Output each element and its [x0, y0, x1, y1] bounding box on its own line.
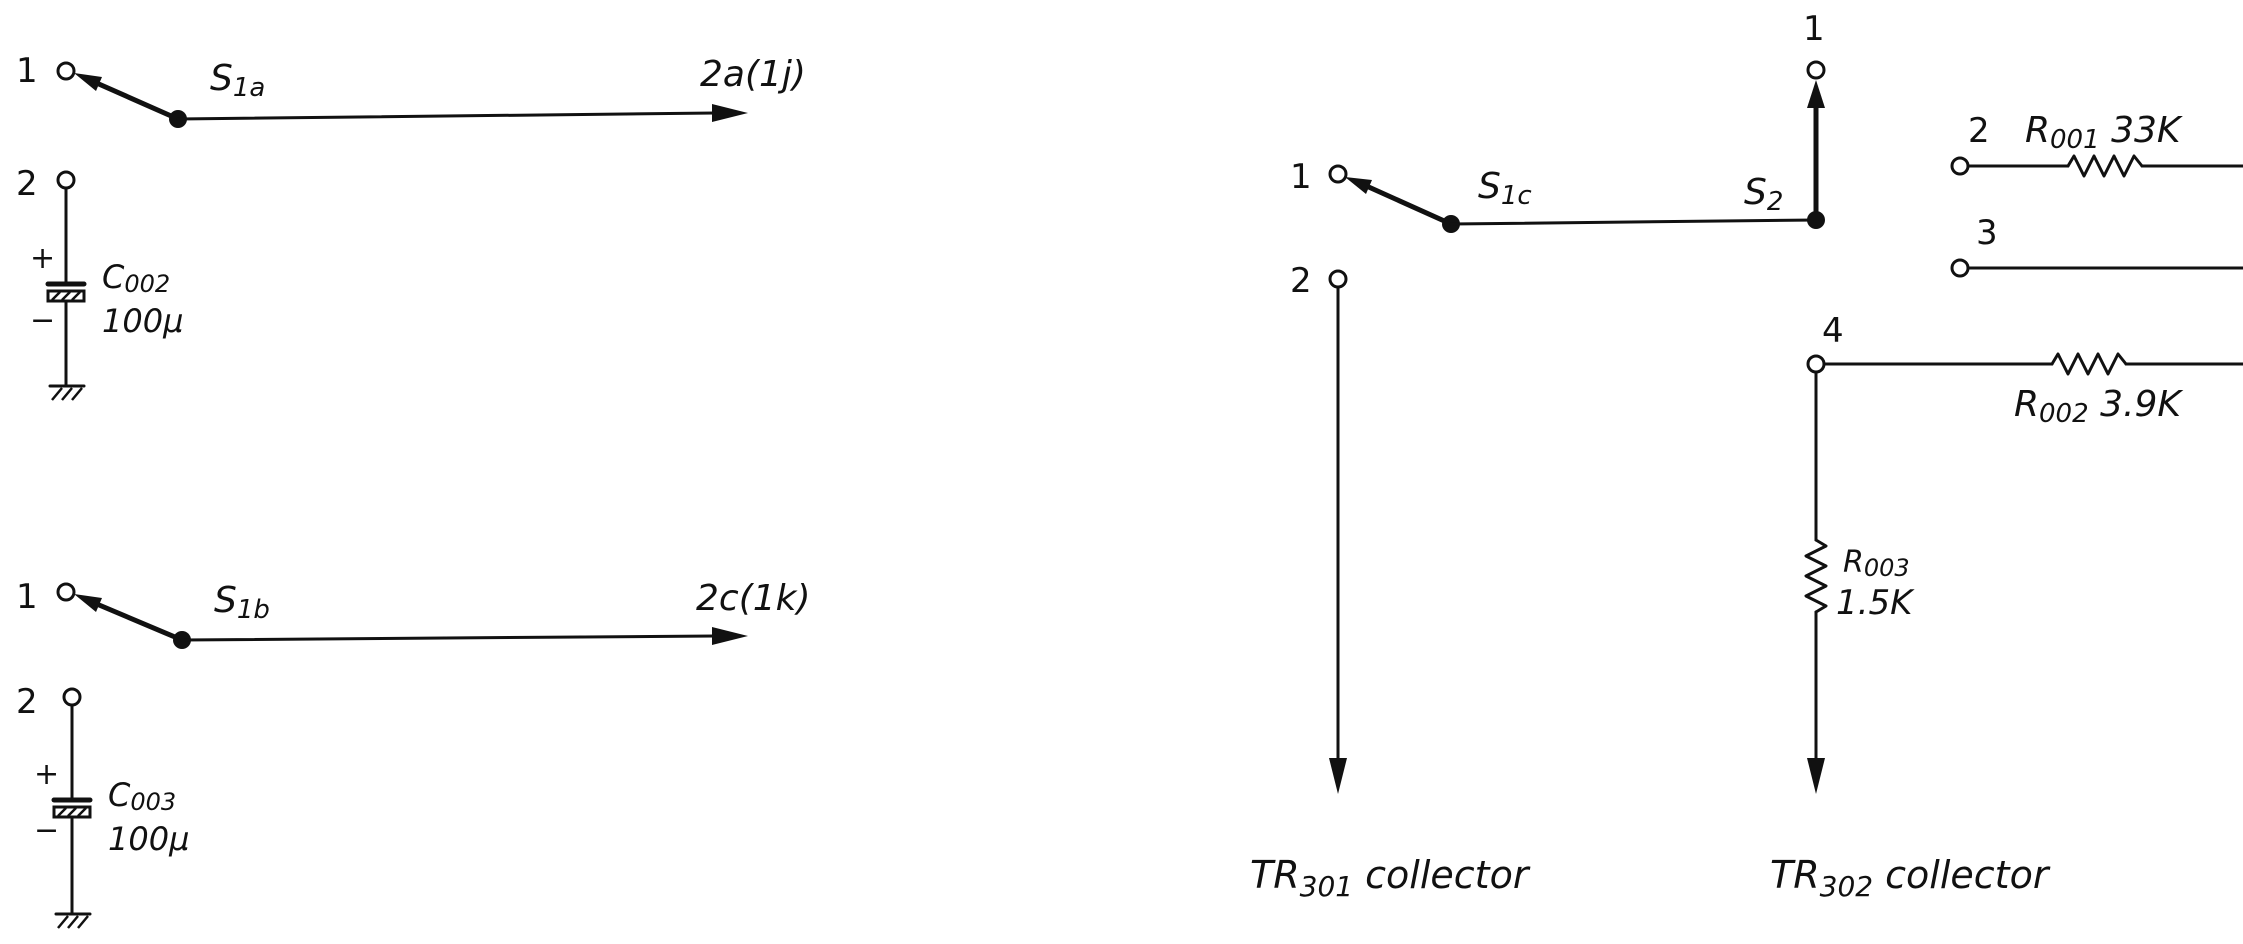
s1c-to-s2-wire	[1449, 218, 1818, 226]
tr301-collector-label: TR301 collector	[1250, 853, 1531, 903]
r001-label: R001 33K	[2025, 110, 2183, 155]
s1b-destination-label: 2c(1k)	[696, 578, 811, 619]
s1c-terminal-2-label: 2	[1290, 261, 1312, 301]
tr302-collector-label: TR302 collector	[1770, 853, 2051, 903]
s1b-blade-arrowhead	[74, 594, 102, 612]
s1a-terminal-2[interactable]	[56, 170, 76, 190]
s1c-label: S1c	[1478, 166, 1532, 211]
s2-label: S2	[1744, 172, 1783, 217]
c002-name-label: C002	[102, 258, 170, 298]
c003-value-label: 100μ	[108, 820, 189, 858]
switch-s1c-group: 1 S1c 2 TR301 collector	[1250, 157, 1818, 903]
tr302-arrowhead	[1807, 758, 1825, 794]
s1a-terminal-2-label: 2	[16, 164, 38, 204]
c003-ground-symbol	[54, 912, 92, 929]
c002-capacitor[interactable]	[45, 281, 87, 303]
s1c-terminal-1-label: 1	[1290, 157, 1312, 197]
s1c-blade-arrowhead	[1345, 177, 1372, 194]
s1a-terminal-1-label: 1	[16, 51, 38, 91]
s1a-blade-arrowhead	[74, 73, 102, 91]
s2-terminal-1-label: 1	[1803, 9, 1825, 49]
s1a-label: S1a	[210, 58, 265, 103]
s1b-output-wire	[180, 634, 717, 642]
s1c-switch-blade[interactable]	[1359, 181, 1454, 227]
s1b-terminal-2[interactable]	[62, 687, 82, 707]
c003-plus-sign: +	[34, 757, 59, 792]
s1b-terminal-1-label: 1	[16, 577, 38, 617]
s2-terminal-4-label: 4	[1822, 311, 1844, 351]
s1c-terminal-1[interactable]	[1328, 164, 1348, 184]
s1b-output-arrowhead	[712, 627, 748, 645]
switch-s1a-group: 1 S1a 2a(1j) 2 + − C002 100μ	[16, 51, 806, 401]
s2-terminal-4[interactable]	[1806, 354, 1826, 374]
c003-capacitor[interactable]	[51, 797, 93, 819]
c002-value-label: 100μ	[102, 302, 183, 340]
s1b-label: S1b	[214, 580, 270, 625]
r001-resistor[interactable]	[2066, 154, 2144, 178]
s2-terminal-2[interactable]	[1950, 156, 1970, 176]
s2-terminal-2-label: 2	[1968, 111, 1990, 151]
c002-ground-symbol	[48, 384, 86, 401]
switch-s1b-group: 1 S1b 2c(1k) 2 + − C003 100μ	[16, 577, 811, 929]
c002-plus-sign: +	[30, 241, 55, 276]
s1a-destination-label: 2a(1j)	[700, 54, 806, 95]
r003-value-label: 1.5K	[1836, 583, 1915, 623]
s2-terminal-1[interactable]	[1806, 60, 1826, 80]
s1a-terminal-1[interactable]	[56, 61, 76, 81]
s1c-terminal-2[interactable]	[1328, 269, 1348, 289]
r002-resistor[interactable]	[2050, 352, 2128, 376]
s1b-switch-blade[interactable]	[89, 599, 185, 643]
s2-terminal-3-label: 3	[1976, 213, 1998, 253]
s1b-terminal-1[interactable]	[56, 582, 76, 602]
s2-blade-arrowhead	[1807, 80, 1825, 108]
s2-terminal-3[interactable]	[1950, 258, 1970, 278]
switch-s2-group: S2 1 2 R001 33K 3 4 R002 3.9K R003 1.5K …	[1744, 9, 2243, 903]
c002-minus-sign: −	[30, 303, 55, 338]
c003-name-label: C003	[108, 776, 176, 816]
s1a-output-arrowhead	[712, 104, 748, 122]
c003-minus-sign: −	[34, 813, 59, 848]
s1b-terminal-2-label: 2	[16, 682, 38, 722]
s1a-switch-blade[interactable]	[89, 78, 181, 122]
s1a-output-wire	[176, 111, 717, 121]
r002-label: R002 3.9K	[2014, 384, 2183, 429]
r003-resistor[interactable]	[1804, 538, 1828, 614]
r003-name-label: R003	[1843, 545, 1910, 582]
tr301-arrowhead	[1329, 758, 1347, 794]
